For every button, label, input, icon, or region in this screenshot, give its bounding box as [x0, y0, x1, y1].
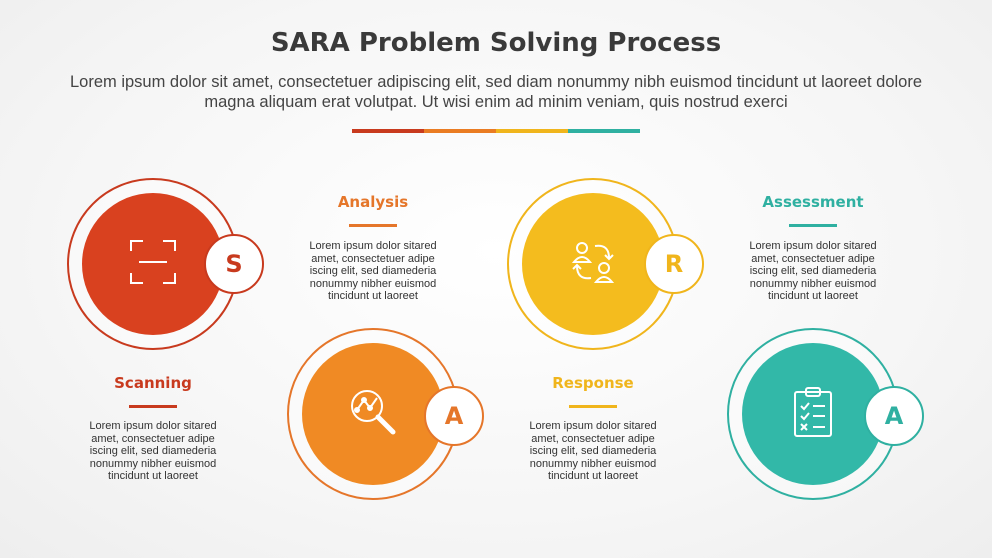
assessment-label: Assessment — [762, 193, 864, 211]
scanning-disc — [82, 193, 224, 335]
response-label: Response — [552, 374, 634, 392]
analysis-underline — [349, 224, 397, 227]
page-title: SARA Problem Solving Process — [270, 28, 722, 58]
assessment-description: Lorem ipsum dolor sitared amet, consecte… — [749, 240, 877, 302]
checklist-clipboard-icon — [793, 386, 833, 443]
assessment-letter-badge: A — [864, 386, 924, 446]
scan-icon — [129, 239, 177, 290]
scanning-underline — [129, 405, 177, 408]
response-disc — [522, 193, 664, 335]
assessment-underline — [789, 224, 837, 227]
magnifier-analysis-icon — [347, 386, 399, 443]
page-subtitle: Lorem ipsum dolor sit amet, consectetuer… — [69, 73, 923, 111]
response-letter-badge: R — [644, 234, 704, 294]
assessment-disc — [742, 343, 884, 485]
divider-segment-teal — [568, 129, 640, 133]
divider-segment-yellow — [496, 129, 568, 133]
analysis-letter-badge: A — [424, 386, 484, 446]
scanning-letter-badge: S — [204, 234, 264, 294]
color-divider — [352, 129, 640, 133]
response-underline — [569, 405, 617, 408]
response-description: Lorem ipsum dolor sitared amet, consecte… — [529, 420, 657, 482]
analysis-description: Lorem ipsum dolor sitared amet, consecte… — [309, 240, 437, 302]
people-exchange-icon — [569, 238, 617, 291]
analysis-label: Analysis — [337, 193, 409, 211]
scanning-description: Lorem ipsum dolor sitared amet, consecte… — [89, 420, 217, 482]
divider-segment-red — [352, 129, 424, 133]
analysis-disc — [302, 343, 444, 485]
divider-segment-orange — [424, 129, 496, 133]
scanning-label: Scanning — [114, 374, 192, 392]
